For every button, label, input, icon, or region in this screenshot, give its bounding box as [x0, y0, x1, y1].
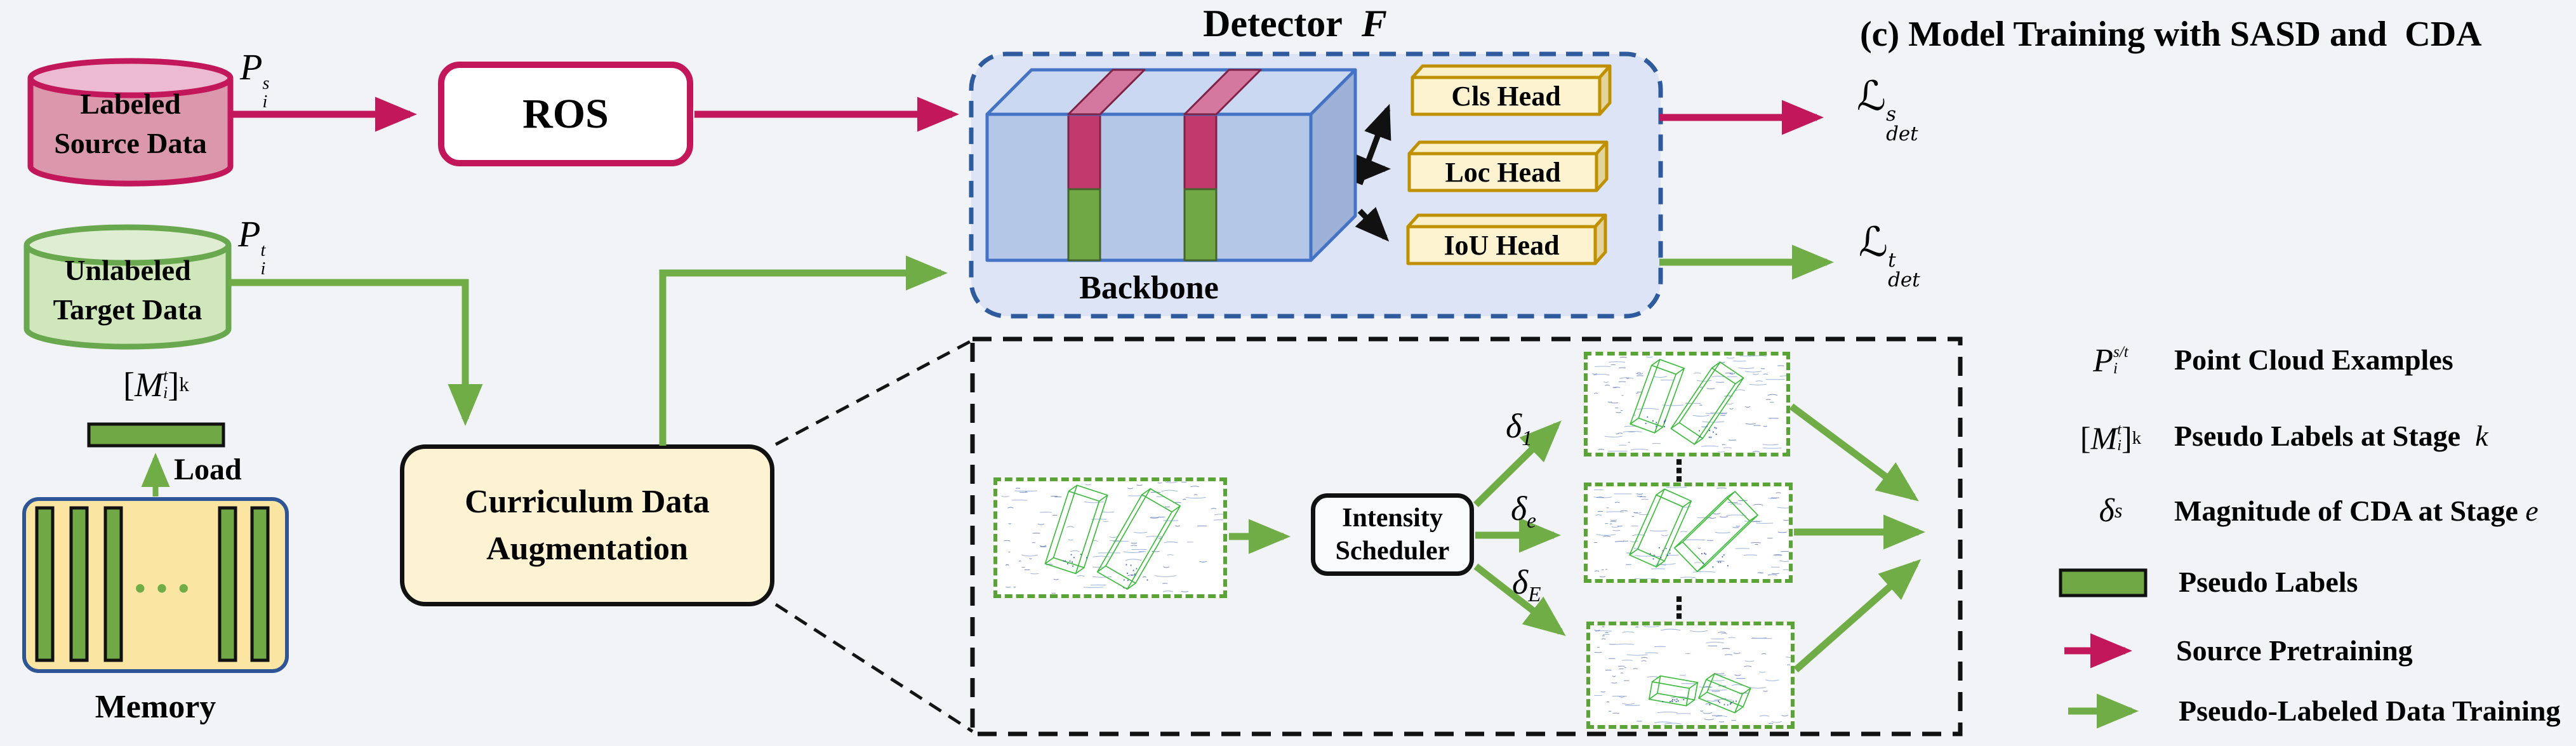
line-target-to-cda [229, 279, 483, 426]
loaded-pseudo-label-bar-icon [87, 422, 225, 448]
load-label: Load [174, 453, 242, 486]
ros-box [438, 62, 693, 166]
stage-ellipsis-bottom: ⋮ [1664, 590, 1694, 625]
line-cda-to-backbone [659, 255, 948, 446]
callout-connector-lines [774, 338, 974, 733]
legend-text-pseudolabel: Pseudo Labels at Stage k [2174, 420, 2488, 452]
point-cloud-image [1592, 356, 1786, 453]
delta-E-label: δE [1512, 563, 1541, 606]
augmented-cloud-box-stage1 [1584, 352, 1790, 456]
legend-text-bars: Pseudo Labels [2179, 566, 2358, 598]
backbone-cube-icon [985, 68, 1357, 262]
delta-e-label: δe [1511, 490, 1536, 533]
legend-text-source-arrow: Source Pretraining [2176, 634, 2413, 667]
detector-title: Detector F [1203, 2, 1387, 44]
legend-text-pointcloud: Point Cloud Examples [2174, 343, 2453, 376]
memory-label: Memory [95, 688, 216, 725]
legend-text-target-arrow: Pseudo-Labeled Data Training [2179, 695, 2561, 727]
pseudo-labels-bar-icon [2059, 568, 2148, 597]
iou-head-label: IoU Head [1444, 229, 1560, 261]
augmented-cloud-box-stage-E [1586, 622, 1795, 729]
point-cloud-input-box [993, 477, 1227, 598]
memory-ellipsis: ••• [132, 575, 198, 603]
curriculum-data-augmentation-box [400, 444, 774, 606]
arrow-stage1-converge [1789, 403, 1919, 502]
point-cloud-image [1001, 481, 1223, 594]
panel-title: (c) Model Training with SASD and CDA [1860, 15, 2482, 54]
loc-head-label: Loc Head [1445, 156, 1561, 188]
cls-head-label: Cls Head [1451, 80, 1561, 112]
backbone-label: Backbone [1079, 269, 1219, 306]
backbone-to-heads-arrows [1355, 103, 1391, 242]
memory-box [22, 497, 289, 673]
delta-1-label: δ1 [1506, 407, 1532, 450]
augmented-cloud-box-stage-e [1584, 483, 1793, 583]
point-cloud-image [1594, 625, 1791, 724]
point-cloud-image [1593, 486, 1789, 579]
arrow-to-cls-head [1357, 103, 1391, 185]
arrow-stage-E-converge [1793, 559, 1922, 673]
stage-ellipsis-top: ⋮ [1664, 453, 1694, 488]
ros-label: ROS [522, 90, 609, 137]
arrow-to-iou-head [1355, 206, 1390, 242]
legend-text-delta: Magnitude of CDA at Stage e [2174, 495, 2539, 527]
